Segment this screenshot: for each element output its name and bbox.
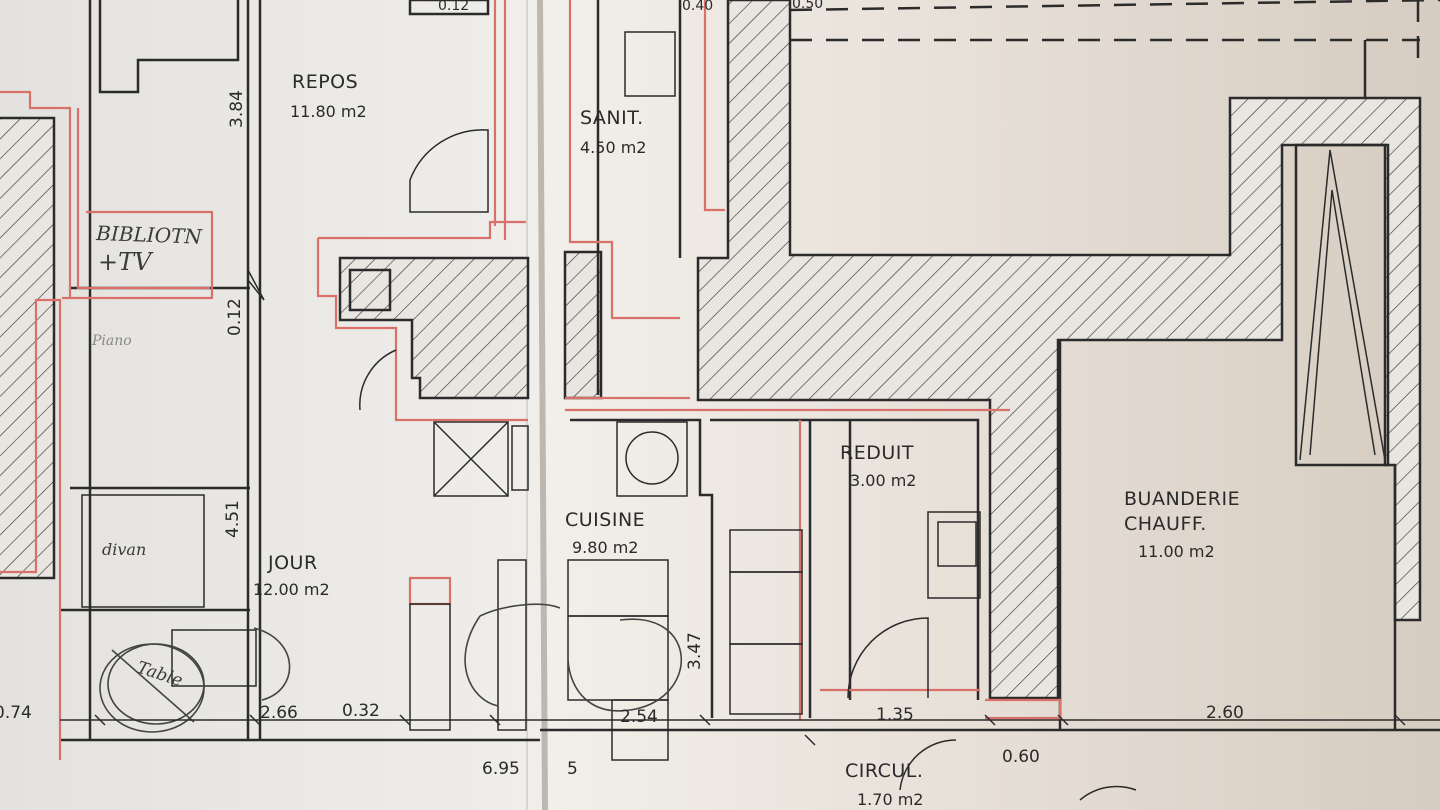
dim-5: 5 <box>567 759 578 779</box>
room-buanderie-name-line1: BUANDERIE <box>1124 488 1240 510</box>
paper-fold <box>537 0 548 810</box>
dim-6-95: 6.95 <box>482 759 520 779</box>
fixtures <box>81 31 1137 801</box>
hatched-walls <box>0 0 1422 700</box>
room-buanderie-area: 11.00 m2 <box>1138 542 1215 561</box>
note-biblio-line2: +TV <box>98 248 154 276</box>
room-jour-area: 12.00 m2 <box>253 580 330 599</box>
wall-left-edge <box>0 116 56 580</box>
room-jour-name: JOUR <box>267 552 318 574</box>
room-cuisine-area: 9.80 m2 <box>572 538 638 557</box>
wall-chimney-left <box>338 256 530 400</box>
dim-4-51: 4.51 <box>223 500 243 538</box>
room-circul-name: CIRCUL. <box>845 760 923 782</box>
room-reduit-area: 3.00 m2 <box>850 471 916 490</box>
dim-2-54: 2.54 <box>620 707 658 727</box>
dimension-lines <box>60 269 1440 746</box>
dim-2-66: 2.66 <box>260 703 298 723</box>
dim-0-60: 0.60 <box>1002 747 1040 767</box>
dim-0-32: 0.32 <box>342 701 380 721</box>
dim-3-47: 3.47 <box>685 632 705 670</box>
dim-3-84: 3.84 <box>227 90 247 128</box>
room-repos-name: REPOS <box>292 71 358 93</box>
dimension-labels: 3.84 0.12 4.51 3.47 0.74 2.66 0.32 2.54 … <box>0 0 1244 779</box>
room-reduit-name: REDUIT <box>840 442 914 464</box>
note-piano: Piano <box>91 333 132 349</box>
room-circul-area: 1.70 m2 <box>857 790 923 809</box>
paper-left <box>0 0 540 810</box>
dim-1-35: 1.35 <box>876 705 914 725</box>
room-buanderie-name-line2: CHAUFF. <box>1124 513 1207 535</box>
room-sanit-name: SANIT. <box>580 107 644 129</box>
dim-top-0-50: 0.50 <box>792 0 823 12</box>
dim-0-12-vertical: 0.12 <box>225 298 245 336</box>
dim-0-74: 0.74 <box>0 703 32 723</box>
room-labels: REPOS 11.80 m2 SANIT. 4.50 m2 REDUIT 3.0… <box>253 71 1240 809</box>
note-divan: divan <box>102 540 146 559</box>
dim-2-60: 2.60 <box>1206 703 1244 723</box>
note-biblio-line1: BIBLIOTN <box>95 221 204 249</box>
room-sanit-area: 4.50 m2 <box>580 138 646 157</box>
dim-top-0-12: 0.12 <box>438 0 469 14</box>
room-cuisine-name: CUISINE <box>565 509 645 531</box>
red-outlines <box>0 0 1062 760</box>
room-repos-area: 11.80 m2 <box>290 102 367 121</box>
dim-top-0-40: 0.40 <box>682 0 713 14</box>
table-sketch <box>99 627 291 733</box>
wall-center-left <box>563 250 603 400</box>
